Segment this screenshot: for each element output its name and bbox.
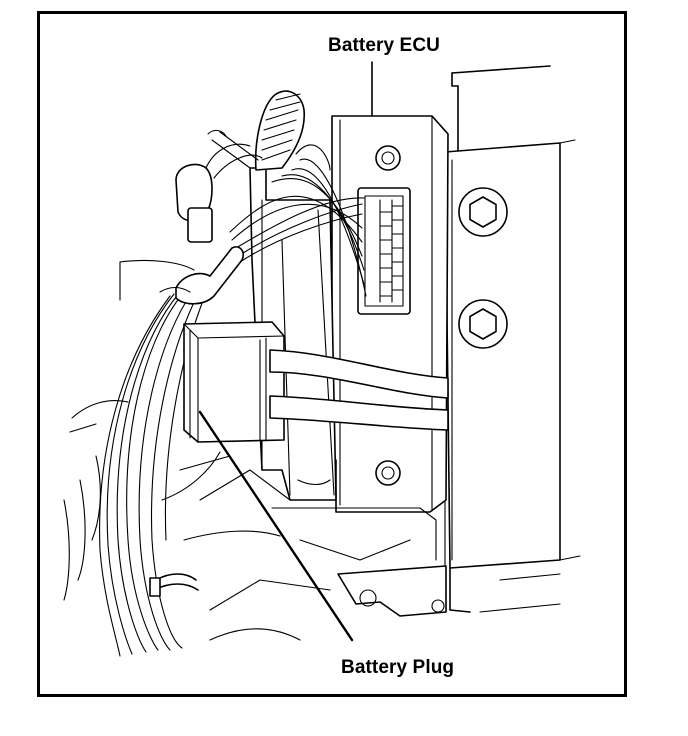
wire-harness-to-ecu (229, 144, 367, 297)
wire-clip-mid (159, 246, 245, 305)
plug-cable-upper (269, 349, 449, 399)
plug-cable-lower (269, 395, 449, 431)
corrugated-wire-loom (254, 90, 306, 171)
ecu-connector (357, 187, 411, 315)
callout-leader-plug (198, 410, 354, 642)
battery-plug (183, 321, 285, 443)
wire-bundle-left (99, 289, 205, 657)
battery-plug-label: Battery Plug (341, 657, 455, 678)
wire-clip-upper (175, 129, 263, 243)
hex-bolt-lower-icon (458, 299, 508, 349)
mount-hole-upper-icon (375, 145, 401, 171)
hex-bolt-upper-icon (458, 187, 508, 237)
battery-ecu (331, 115, 449, 513)
mount-hole-lower-icon (375, 460, 401, 486)
battery-ecu-label: Battery ECU (328, 35, 440, 56)
lower-chassis (63, 259, 561, 641)
